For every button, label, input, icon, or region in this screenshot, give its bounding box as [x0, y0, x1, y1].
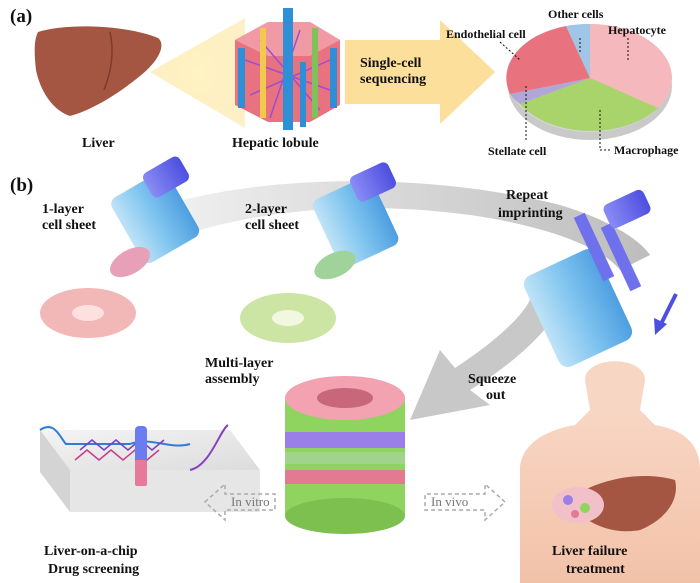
pie-slice-stellate	[510, 78, 590, 104]
pie-label-macrophage: Macrophage	[614, 143, 679, 157]
pie-slice-macrophage	[520, 78, 658, 131]
pie-label-other: Other cells	[548, 7, 604, 21]
layer1-label-line2: cell sheet	[42, 218, 97, 233]
stamp-3-icon	[523, 189, 678, 367]
repeat-label-line2: imprinting	[498, 206, 563, 221]
in-vitro-label: In vitro	[231, 494, 270, 509]
stamp-1-icon	[40, 156, 200, 338]
treatment-label-line2: treatment	[566, 562, 625, 577]
panel-b-label: (b)	[10, 175, 34, 196]
cell-type-pie	[499, 23, 672, 151]
liver-on-a-chip-icon	[39, 424, 260, 512]
in-vivo-arrow	[424, 482, 507, 522]
torso-icon	[520, 361, 700, 583]
pie-slice-endothelial	[506, 26, 590, 94]
panel-a-label: (a)	[10, 6, 33, 27]
layer2-label-line1: 2-layer	[245, 202, 287, 217]
hepatic-lobule-icon	[235, 8, 340, 130]
liver-a-icon	[34, 26, 162, 116]
multi-layer-assembly-icon	[285, 376, 405, 534]
in-vivo-label: In vivo	[431, 494, 469, 509]
chip-label-line2: Drug screening	[48, 562, 140, 577]
pie-label-stellate: Stellate cell	[488, 144, 547, 158]
pie-label-endothelial: Endothelial cell	[446, 27, 526, 41]
layer2-label-line2: cell sheet	[245, 218, 300, 233]
multi-layer-label-line1: Multi-layer	[205, 356, 274, 371]
repeat-label-line1: Repeat	[506, 188, 548, 203]
single-cell-label: Single-cell	[360, 56, 422, 71]
pie-slice-hepatocyte	[590, 24, 672, 108]
pie-slice-other	[566, 23, 590, 78]
hepatic-lobule-label: Hepatic lobule	[232, 136, 319, 151]
layer1-label-line1: 1-layer	[42, 202, 84, 217]
pie-label-hepatocyte: Hepatocyte	[608, 23, 666, 37]
sequencing-label: sequencing	[360, 72, 427, 87]
sequencing-arrow	[345, 20, 495, 124]
treatment-label-line1: Liver failure	[552, 544, 628, 559]
chip-label-line1: Liver-on-a-chip	[44, 544, 138, 559]
stamp-2-icon	[240, 162, 399, 343]
glow-cone	[150, 18, 245, 128]
multi-layer-label-line2: assembly	[205, 372, 260, 387]
squeeze-label-line1: Squeeze	[468, 372, 517, 387]
squeeze-arrow	[410, 300, 560, 420]
squeeze-label-line2: out	[486, 388, 506, 403]
process-arrow	[150, 181, 650, 270]
liver-label: Liver	[82, 136, 115, 151]
in-vitro-arrow	[203, 482, 276, 522]
